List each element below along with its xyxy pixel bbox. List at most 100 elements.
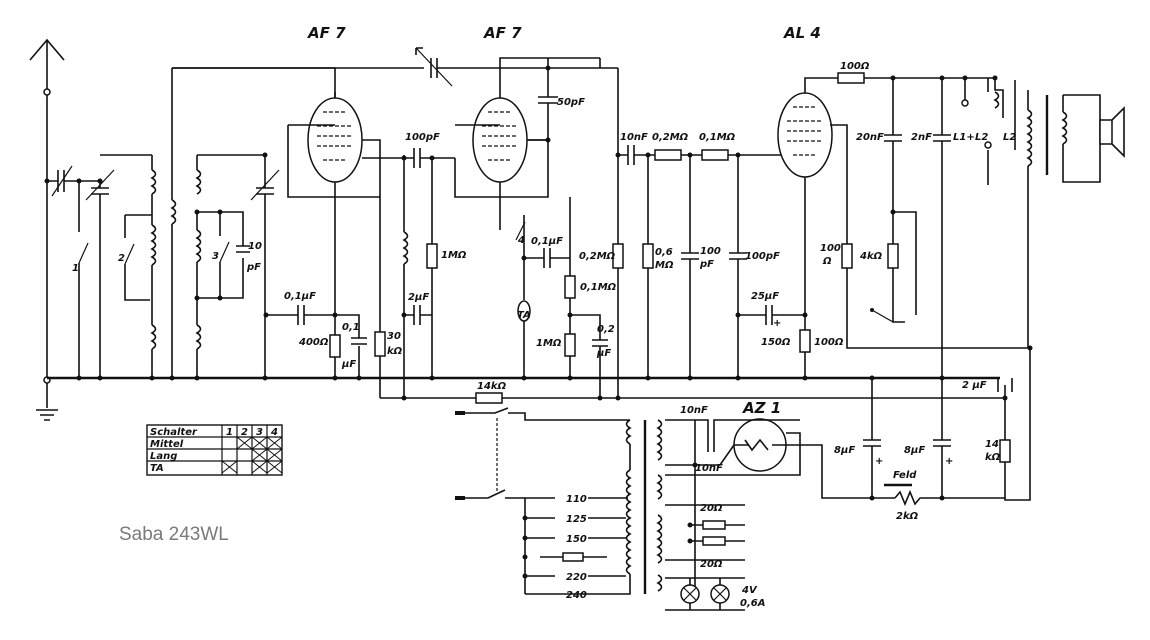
switch-position-table: Schalter 1 2 3 4 Mittel Lang TA: [146, 424, 283, 476]
table-row-label: Lang: [150, 451, 177, 462]
antenna-coil: [125, 155, 157, 378]
mains-transformer: [555, 419, 663, 595]
resistor-14k-label: 14kΩ: [477, 381, 507, 392]
resistor-1m-a-label: 1MΩ: [441, 250, 467, 261]
tube-al4-label: AL 4: [783, 24, 821, 42]
resistor-100c-value: 100: [820, 243, 841, 254]
tap-240: 240: [566, 590, 587, 601]
cap-10pf-unit: pF: [246, 262, 261, 273]
switch-4-label: 4: [517, 235, 525, 246]
table-row-label: Mittel: [150, 439, 184, 450]
tap-110: 110: [566, 494, 587, 505]
table-cross-mark: [221, 460, 238, 474]
switch-2-label: 2: [118, 253, 125, 264]
tap-150: 150: [566, 534, 587, 545]
tube-af7-2-label: AF 7: [483, 24, 522, 42]
tap-220: 220: [566, 572, 587, 583]
resistor-100b-label: 100Ω: [814, 337, 844, 348]
cap-2uf-a-label: 2µF: [408, 292, 429, 303]
cap-25uf-label: 25µF: [751, 291, 779, 302]
tube-af7-1-label: AF 7: [307, 24, 346, 42]
antenna: [29, 38, 65, 100]
table-cross-mark: [266, 460, 283, 474]
resistor-20-a-label: 20Ω: [700, 503, 723, 514]
switch-1: 1: [72, 181, 89, 378]
lamp-current-label: 0,6A: [740, 598, 765, 609]
cap-10nf-c-label: 10nF: [695, 463, 723, 474]
tube-az1-label: AZ 1: [742, 399, 781, 417]
field-coil: Feld 2kΩ: [884, 470, 942, 522]
cap-10nf-b-label: 10nF: [680, 405, 708, 416]
cap-2uf-b-label: 2 µF: [962, 380, 987, 391]
cap-100pf-c-label: 100pF: [745, 251, 780, 262]
table-header-3: 3: [256, 427, 263, 438]
cap-100pf-b-value: 100: [700, 246, 721, 257]
loudspeaker: [1099, 106, 1125, 158]
table-cross-mark: [251, 436, 268, 450]
cap-100pf-a-label: 100pF: [405, 132, 440, 143]
resistor-100-label: 100Ω: [840, 61, 870, 72]
table-cross-mark: [236, 436, 253, 450]
resistor-150-label: 150Ω: [761, 337, 791, 348]
cap-0-1uf-a-label: 0,1µF: [284, 291, 316, 302]
table-header-4: 4: [270, 427, 278, 438]
svg-text:+: +: [875, 456, 883, 467]
table-cross-mark: [266, 436, 283, 450]
resistor-100c-unit: Ω: [822, 256, 832, 267]
coupling-coil: [170, 68, 177, 378]
ground-symbol: [36, 376, 58, 421]
cap-0-2uf-value: 0,2: [597, 324, 615, 335]
junctions: [44, 65, 1033, 579]
resistor-0-1m-a-label: 0,1MΩ: [699, 132, 736, 143]
lamp-voltage-label: 4V: [741, 585, 758, 596]
table-cross-mark: [251, 460, 268, 474]
cap-100pf-b-unit: pF: [699, 259, 714, 270]
cap-0-2uf-unit: µF: [596, 348, 611, 359]
tap-125: 125: [566, 514, 587, 525]
resistor-14k-b-unit: kΩ: [985, 452, 1001, 463]
svg-text:+: +: [945, 456, 953, 467]
table-cross-mark: [251, 448, 268, 462]
resistor-14k-b-value: 14: [985, 439, 999, 450]
tube-al4: AL 4: [777, 24, 833, 178]
tuning-capacitor-2: [250, 155, 280, 378]
table-header-1: 1: [226, 427, 233, 438]
resistor-0-1m-b-label: 0,1MΩ: [580, 282, 617, 293]
voltage-selector: 110 125 150 220 240: [525, 494, 628, 601]
resistor-0-6m-unit: MΩ: [655, 260, 674, 271]
input-variable-capacitor: [47, 165, 100, 197]
resistor-30k-value: 30: [387, 331, 401, 342]
tube-af7-1: AF 7: [307, 24, 363, 183]
resistor-400-label: 400Ω: [298, 337, 329, 348]
table-header-2: 2: [241, 427, 248, 438]
rectifier-tube-az1: AZ 1: [733, 399, 787, 472]
resistor-0-6m-value: 0,6: [655, 247, 673, 258]
output-transformer: L1+ L2 L2: [953, 78, 1101, 348]
cap-50pf-label: 50pF: [557, 97, 585, 108]
svg-text:+: +: [773, 318, 781, 329]
cap-10nf-a-label: 10nF: [620, 132, 648, 143]
heater-network: 20Ω 20Ω 4V 0,6A: [665, 503, 765, 611]
cap-0-1uf-b-value: 0,1: [342, 322, 360, 333]
resistor-20-b-label: 20Ω: [700, 559, 723, 570]
resistor-1m-b-label: 1MΩ: [536, 338, 562, 349]
l2-label-b: L2: [1003, 132, 1016, 143]
diagram-title: Saba 243WL: [119, 524, 229, 545]
variable-capacitor-top: [172, 47, 600, 87]
mains-switch: [455, 407, 630, 594]
table-row-label: TA: [150, 463, 164, 474]
cap-20nf-label: 20nF: [856, 132, 884, 143]
if-transformer-1: [402, 155, 409, 398]
ta-input-label: TA: [517, 310, 531, 321]
resistor-4k-label: 4kΩ: [859, 251, 883, 262]
field-coil-label: Feld: [893, 470, 917, 481]
resistor-0-2m-a-label: 0,2MΩ: [652, 132, 689, 143]
resistor-2k-label: 2kΩ: [896, 511, 919, 522]
tuned-circuit-1: 3 10 pF: [195, 154, 265, 378]
cap-0-1uf-c-label: 0,1µF: [531, 236, 563, 247]
cap-8uf-a-label: 8µF: [834, 445, 855, 456]
resistor-0-2m-b-label: 0,2MΩ: [579, 251, 616, 262]
cap-8uf-b-label: 8µF: [904, 445, 925, 456]
resistor-30k-unit: kΩ: [387, 346, 403, 357]
